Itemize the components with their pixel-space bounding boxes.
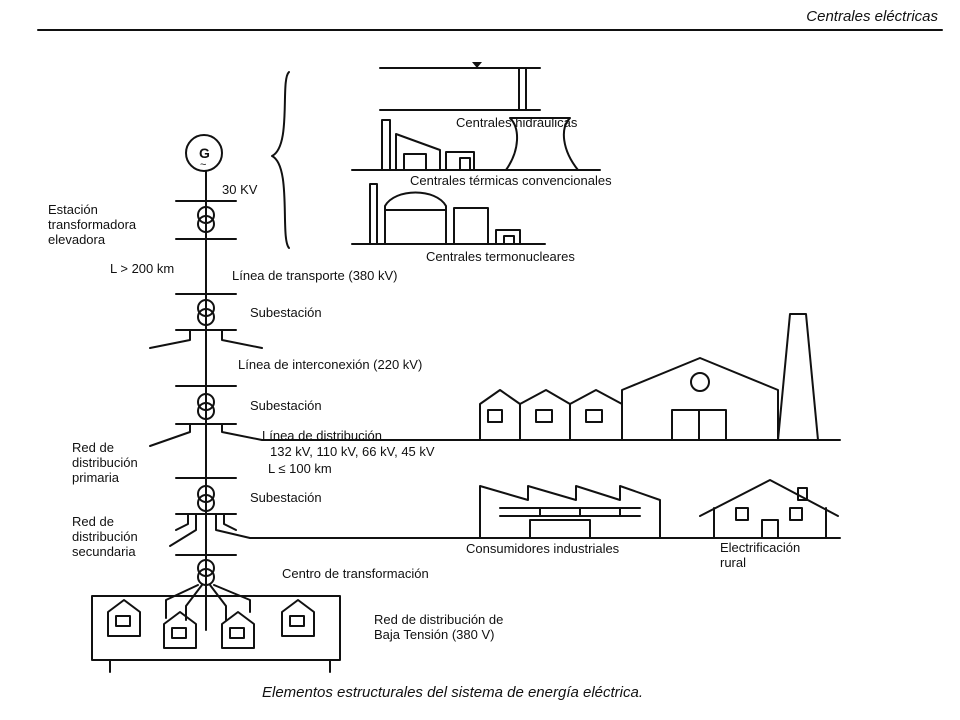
generator-voltage: 30 KV: [222, 182, 258, 197]
secondary-network-label: Red de distribución secundaria: [72, 514, 138, 559]
distribution-distance-label: L ≤ 100 km: [268, 461, 332, 476]
primary-network-branches: [149, 423, 841, 447]
industrial-consumers-drawing: [479, 485, 661, 539]
bus-bars: [175, 200, 237, 556]
substation-3-label: Subestación: [250, 490, 322, 505]
plant-brace: [271, 71, 290, 249]
substation-2-label: Subestación: [250, 398, 322, 413]
transformer-substation-2: [197, 393, 215, 420]
hydro-plant-drawing: [379, 62, 541, 111]
transformation-center-label: Centro de transformación: [282, 566, 429, 581]
section-header: Centrales eléctricas: [806, 8, 938, 25]
primary-network-label: Red de distribución primaria: [72, 440, 138, 485]
thermal-plant-drawing: [351, 117, 601, 171]
transformer-step-up: [197, 206, 215, 233]
distribution-voltages-label: 132 kV, 110 kV, 66 kV, 45 kV: [270, 444, 435, 459]
industrial-consumers-label: Consumidores industriales: [466, 541, 620, 556]
distribution-line-label: Línea de distribución: [262, 428, 382, 443]
step-up-station-label: Estación transformadora elevadora: [48, 202, 137, 247]
rural-house-drawing: [699, 479, 839, 539]
substation-1-branches: [149, 329, 263, 349]
thermal-label: Centrales térmicas convencionales: [410, 173, 612, 188]
generator-letter: G: [199, 145, 210, 161]
nuclear-plant-drawing: [351, 183, 546, 245]
industry-buildings-drawing: [479, 313, 819, 441]
transformer-substation-3: [197, 485, 215, 512]
transport-line-label: Línea de transporte (380 kV): [232, 268, 398, 283]
figure-caption: Elementos estructurales del sistema de e…: [262, 684, 644, 701]
low-voltage-network-label: Red de distribución de Baja Tensión (380…: [374, 612, 504, 642]
interconnection-line-label: Línea de interconexión (220 kV): [238, 357, 423, 372]
rural-electrification-label: Electrificación rural: [720, 540, 801, 570]
low-voltage-distribution: [91, 584, 341, 673]
generator-symbol: [185, 134, 223, 172]
transport-distance-label: L > 200 km: [110, 261, 175, 276]
transformer-center: [197, 559, 215, 586]
transformer-substation-1: [197, 299, 215, 326]
substation-1-label: Subestación: [250, 305, 322, 320]
nuclear-label: Centrales termonucleares: [426, 249, 575, 264]
hydro-label: Centrales hidráulicas: [456, 115, 578, 130]
generator-ac-symbol: ~: [200, 159, 207, 171]
